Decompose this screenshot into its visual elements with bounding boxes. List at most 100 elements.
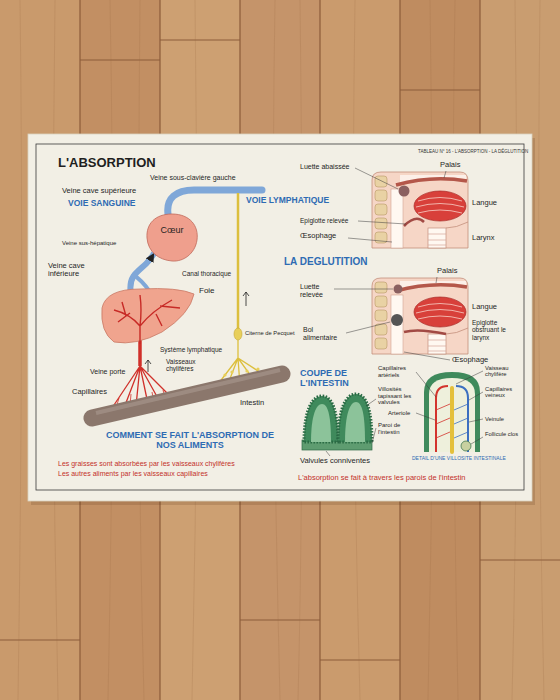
part-label: Valvules conniventes xyxy=(300,457,370,465)
part-label: Arteriole xyxy=(388,410,410,417)
leader-line xyxy=(358,221,406,224)
part-label: Epiglotte relevée xyxy=(300,217,348,224)
part-label: Veinule xyxy=(485,416,504,422)
note-text: Les autres aliments par les vaisseaux ca… xyxy=(58,470,208,478)
poster-sheet xyxy=(28,134,532,501)
vessel-connector xyxy=(130,253,154,290)
vessel-label: Veine cave supérieure xyxy=(62,187,136,195)
swallowing-illustration xyxy=(372,172,468,354)
section-heading: COMMENT SE FAIT L'ABSORPTION DE NOS ALIM… xyxy=(95,430,285,450)
vessel-label: Capillaires xyxy=(72,388,107,396)
organ-name: Cœur xyxy=(161,225,184,235)
section-heading: COUPE DE L'INTESTIN xyxy=(300,368,380,388)
wood-floor xyxy=(0,40,560,660)
organ-label: Citerne de Pecquet xyxy=(245,330,295,336)
leader-line xyxy=(372,428,376,443)
liver-shape xyxy=(114,295,180,344)
leader-line xyxy=(456,371,483,384)
leader-line xyxy=(334,289,393,290)
vessel-label: Canal thoracique xyxy=(182,270,231,277)
part-label: Vaisseau chylifère xyxy=(485,365,521,378)
circulation-illustration xyxy=(245,369,248,372)
sheet-reference: TABLEAU N° 16 - L'ABSORPTION - LA DÉGLUT… xyxy=(418,149,528,154)
circulation-illustration xyxy=(256,367,259,370)
vessel-label: Veine cave inférieure xyxy=(48,262,98,279)
vessel-label: Veine porte xyxy=(90,368,125,376)
poster-title: L'ABSORPTION xyxy=(58,156,156,171)
part-label: Capillaires veineux xyxy=(485,386,521,399)
wood-floor xyxy=(18,0,544,700)
intestine-section xyxy=(302,394,372,450)
heart-shape xyxy=(145,212,199,262)
swallowing-illustration xyxy=(404,330,446,334)
swallowing-illustration xyxy=(391,314,403,326)
leader-line xyxy=(404,352,450,360)
note-text: L'absorption se fait à travers les paroi… xyxy=(298,474,466,482)
liver-shape xyxy=(102,289,194,343)
part-label: Villosités tapissant les valvules xyxy=(378,386,420,406)
circulation-illustration xyxy=(223,373,226,376)
note-text: Les graisses sont absorbées par les vais… xyxy=(58,460,235,468)
part-label: Bol alimentaire xyxy=(303,326,345,342)
leader-line xyxy=(469,419,483,422)
circulation-illustration xyxy=(230,370,233,373)
swallowing-illustration xyxy=(399,186,410,197)
villus-detail xyxy=(461,441,471,451)
villus-detail xyxy=(429,378,475,452)
intestine-section xyxy=(338,394,372,442)
part-label: Luette relevée xyxy=(300,283,342,299)
vessel-label: Veine sus-hépatique xyxy=(62,240,116,247)
leader-line xyxy=(326,168,483,456)
circulation-illustration xyxy=(92,374,282,418)
heart-shape xyxy=(147,214,197,261)
liver-organ: Foie xyxy=(100,286,195,346)
circulation-illustration xyxy=(237,193,240,330)
villus-detail xyxy=(436,404,450,438)
part-label: Follicule clos xyxy=(485,431,521,437)
organ-name: Foie xyxy=(199,287,215,296)
figure-caption: DETAIL D'UNE VILLOSITE INTESTINALE xyxy=(412,456,506,462)
leader-line xyxy=(469,392,483,400)
villus-detail xyxy=(450,388,454,452)
part-label: Luette abaissée xyxy=(300,163,349,171)
liver-shape xyxy=(100,286,195,346)
leader-line xyxy=(436,277,437,283)
section-heading: LA DEGLUTITION xyxy=(284,256,368,267)
part-label: Palais xyxy=(437,267,457,275)
circulation-illustration xyxy=(96,370,280,413)
part-label: Langue xyxy=(472,303,497,311)
leader-line xyxy=(416,413,435,420)
vessel-label: Vaisseaux chylifères xyxy=(166,358,212,373)
part-label: Langue xyxy=(472,199,497,207)
pathway-heading: VOIE LYMPHATIQUE xyxy=(246,196,329,206)
leader-line xyxy=(471,437,483,444)
poster-sheet xyxy=(28,134,535,505)
heart-organ: Cœur xyxy=(145,212,199,262)
swallowing-illustration xyxy=(394,285,403,294)
leader-line xyxy=(416,372,436,397)
swallowing-illustration xyxy=(404,219,424,226)
part-label: Œsophage xyxy=(452,356,488,364)
intestine-section xyxy=(345,402,365,442)
part-label: Paroi de l'intestin xyxy=(378,422,418,435)
intestine-section xyxy=(304,396,338,442)
leader-line xyxy=(444,171,446,178)
part-label: Œsophage xyxy=(300,232,336,240)
pathway-heading: VOIE SANGUINE xyxy=(68,199,136,209)
villus-detail xyxy=(436,386,448,452)
vessel-label: Veine sous-clavière gauche xyxy=(150,174,236,182)
circulation-illustration xyxy=(234,328,242,340)
part-label: Palais xyxy=(440,161,460,169)
poster-sheet xyxy=(36,144,524,490)
villus-detail xyxy=(424,372,480,452)
leader-line xyxy=(355,168,398,189)
circulation-illustration xyxy=(243,292,249,306)
leader-line xyxy=(346,322,390,333)
circulation-illustration xyxy=(145,360,151,372)
leader-line xyxy=(326,451,330,456)
villus-detail xyxy=(424,372,480,452)
organ-label: Intestin xyxy=(240,399,264,407)
